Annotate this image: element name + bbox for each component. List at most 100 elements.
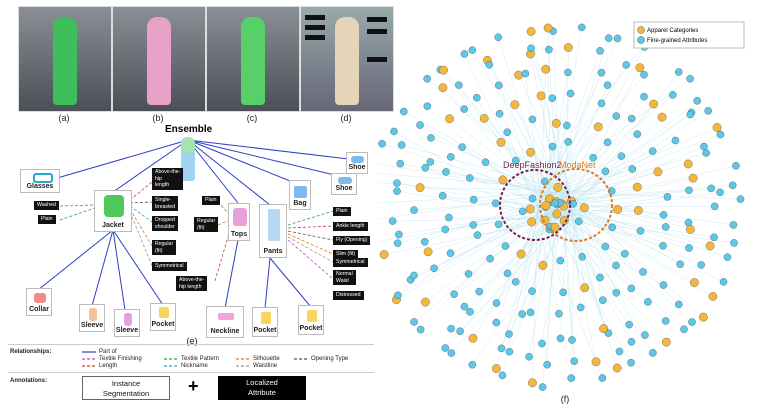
- relationships-title: Relationships:: [10, 349, 52, 355]
- attribute-node: [512, 156, 520, 165]
- attribute-node: [661, 317, 670, 325]
- attribute-node: [538, 383, 547, 391]
- network-edge: [536, 114, 691, 216]
- legend-attribute-text: Fine-grained Attributes: [647, 38, 707, 44]
- attribute-node: [548, 142, 557, 151]
- category-node: [498, 175, 508, 185]
- network-edge: [541, 212, 564, 293]
- category-node: [543, 23, 553, 33]
- category-node: [563, 43, 573, 52]
- attribute-node: [710, 202, 719, 211]
- network-edge: [563, 168, 633, 191]
- network-edge: [574, 192, 691, 230]
- network-edge: [547, 27, 551, 219]
- attribute-node: [460, 50, 469, 58]
- attribute-node: [568, 336, 576, 344]
- node-shoe-2: Shoe: [346, 152, 368, 174]
- attribute-node: [503, 128, 512, 136]
- network-edge: [560, 209, 653, 353]
- attribute-node: [396, 159, 405, 168]
- attribute-node: [395, 230, 403, 239]
- network-edge: [425, 167, 543, 216]
- network-edge: [401, 144, 565, 191]
- attribute-node: [421, 237, 429, 246]
- network-edge: [472, 50, 565, 204]
- category-node: [439, 65, 448, 75]
- attribute-node: [686, 110, 695, 119]
- attribute-node: [378, 139, 386, 148]
- network-edge: [403, 111, 565, 204]
- network-edge: [538, 216, 603, 379]
- network-edge: [574, 140, 676, 198]
- attribute-node: [494, 33, 502, 42]
- network-edge: [397, 193, 563, 296]
- category-node: [445, 114, 454, 124]
- attribute-node: [663, 193, 672, 201]
- network-edge: [443, 70, 556, 199]
- attribute-node: [527, 44, 535, 52]
- attribute-node: [566, 89, 575, 98]
- network-edge: [571, 185, 733, 200]
- attribute-node: [728, 181, 737, 190]
- legend-attribute-dot: [637, 36, 645, 44]
- network-edge: [568, 206, 689, 223]
- attribute-node: [495, 110, 504, 118]
- photo-a: [18, 6, 112, 112]
- attribute-node: [446, 249, 455, 257]
- attribute-node: [501, 242, 510, 250]
- legend-waistline: Waistline: [253, 363, 278, 369]
- attribute-node: [685, 186, 693, 194]
- attribute-node: [716, 188, 724, 197]
- network-edge: [564, 192, 618, 369]
- attribute-node: [447, 349, 456, 357]
- attribute-node: [601, 167, 610, 176]
- legend-silhouette: Silhouette: [253, 356, 280, 362]
- attribute-node: [596, 273, 604, 282]
- attribute-node: [518, 310, 526, 318]
- network-edge: [540, 115, 617, 193]
- attribute-node: [613, 34, 622, 43]
- attribute-node: [400, 107, 408, 116]
- attribute-node: [599, 296, 607, 304]
- category-node: [591, 357, 601, 367]
- attribute-node: [441, 344, 450, 352]
- legend-category-dot: [637, 26, 645, 34]
- node-pants: Pants: [259, 204, 287, 258]
- attribute-node: [505, 347, 514, 356]
- attribute-node: [597, 99, 606, 108]
- caption-a: (a): [58, 113, 70, 123]
- attribute-node: [469, 221, 477, 229]
- legend-textile-pattern: Textile Pattern: [181, 356, 220, 362]
- category-node: [536, 91, 546, 101]
- network-edge: [550, 27, 582, 211]
- network-edge: [398, 209, 555, 235]
- network-edge: [449, 118, 548, 196]
- attribute-node: [659, 242, 667, 250]
- legend-length: Length: [99, 363, 118, 369]
- caption-f: (f): [560, 394, 570, 404]
- attribute-node: [636, 227, 645, 235]
- network-edge: [464, 108, 570, 199]
- attribute-node: [567, 374, 575, 382]
- node-neckline: Neckline: [206, 306, 244, 338]
- hierarchy-edges: [37, 139, 358, 311]
- attribute-node: [497, 344, 506, 353]
- network-edge: [536, 45, 644, 191]
- attribute-node: [685, 244, 693, 252]
- tag-plain-glasses: Plain: [38, 215, 56, 224]
- attribute-node: [494, 220, 503, 229]
- category-node: [438, 83, 448, 93]
- attribute-node: [596, 47, 604, 55]
- attribute-node: [603, 81, 612, 89]
- attribute-node: [627, 114, 636, 123]
- category-node: [526, 147, 535, 157]
- attribute-node: [625, 320, 633, 329]
- attribute-node: [669, 91, 677, 99]
- attribute-node: [492, 318, 501, 327]
- network-edge: [540, 74, 645, 200]
- caption-c: (c): [246, 113, 258, 123]
- category-node: [516, 249, 526, 259]
- category-node: [526, 27, 536, 36]
- annotations-title: Annotations:: [10, 378, 47, 384]
- attribute-node: [525, 353, 533, 361]
